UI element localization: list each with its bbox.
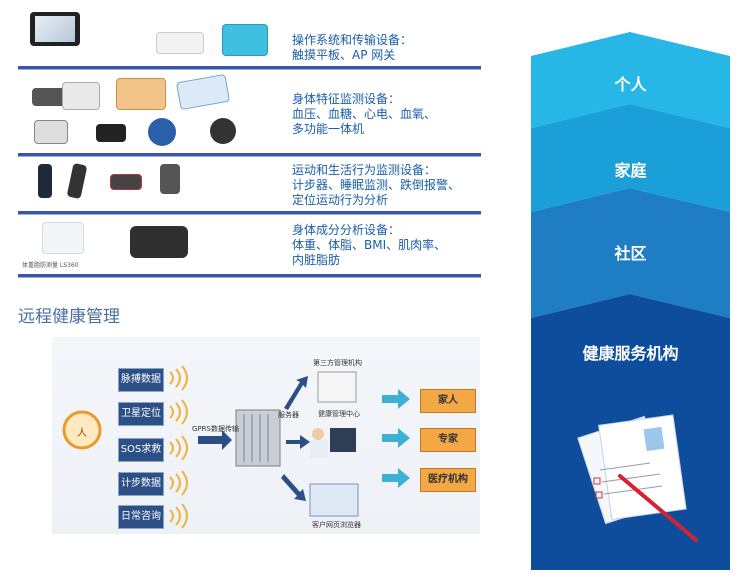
input-pulse-data: 脉搏数据 <box>118 368 164 392</box>
health-center-staff-icon <box>310 428 356 458</box>
row-divider <box>18 274 481 278</box>
desc-line: 多功能一体机 <box>292 122 365 136</box>
gprs-label: GPRS数据传输 <box>192 425 239 433</box>
desc-line: 身体特征监测设备： <box>292 92 401 106</box>
desc-line: 血压、血糖、心电、血氧、 <box>292 107 437 121</box>
server-label: 服务器 <box>278 411 299 419</box>
device-desc-terminals: 操作系统和传输设备： 触摸平板、AP 网关 <box>292 33 412 63</box>
row-divider <box>18 66 481 70</box>
pyramid-level-community <box>531 188 730 318</box>
desc-line: 触摸平板、AP 网关 <box>292 48 396 62</box>
desc-line: 身体成分分析设备： <box>292 223 401 237</box>
signal-waves-icon <box>169 365 188 529</box>
device-row-vital-signs <box>18 73 481 150</box>
desc-line: 操作系统和传输设备： <box>292 33 413 47</box>
input-satellite-location: 卫星定位 <box>118 402 164 426</box>
row-divider <box>18 211 481 215</box>
server-dispatch-arrows <box>281 376 310 501</box>
input-daily-consultation: 日常咨询 <box>118 505 164 529</box>
pyramid-label-institution: 健康服务机构 <box>582 344 679 363</box>
desc-line: 体重、体脂、BMI、肌肉率、 <box>292 238 447 252</box>
input-step-data: 计步数据 <box>118 472 164 496</box>
server-icon <box>235 409 281 467</box>
pyramid-label-community: 社区 <box>614 244 647 263</box>
device-desc-activity: 运动和生活行为监测设备： 计步器、睡眠监测、跌倒报警、 定位运动行为分析 <box>292 163 460 208</box>
gprs-arrow-icon <box>198 430 232 450</box>
pulse-oximeter-icon <box>96 124 126 142</box>
input-sos: SOS求救 <box>118 438 164 462</box>
glass-scale-icon <box>42 222 84 254</box>
all-in-one-device-icon <box>210 118 236 144</box>
output-expert: 专家 <box>420 428 476 452</box>
third-party-label: 第三方管理机构 <box>313 359 362 367</box>
ap-gateway-white-icon <box>156 32 204 54</box>
tablet-device-icon <box>30 12 80 46</box>
health-center-label: 健康管理中心 <box>318 410 360 418</box>
ap-gateway-blue-icon <box>222 24 268 56</box>
person-label: 人 <box>77 428 87 439</box>
fall-alarm-icon <box>160 164 180 194</box>
third-party-screenshot-icon <box>317 371 357 403</box>
output-arrows <box>382 389 410 488</box>
client-browser-icon <box>309 483 359 517</box>
output-family: 家人 <box>420 389 476 413</box>
sleep-monitor-icon <box>110 174 142 190</box>
blood-pressure-monitor-icon <box>32 88 70 106</box>
device-row-activity <box>18 158 481 210</box>
scale-caption: 体重脂肪测量 LS360 <box>22 262 79 269</box>
multi-function-meter-icon <box>148 118 176 146</box>
desc-line: 运动和生活行为监测设备： <box>292 163 437 177</box>
output-medical-institution: 医疗机构 <box>420 468 476 492</box>
person-icon <box>62 410 102 450</box>
client-browser-label: 客户网页浏览器 <box>312 521 361 529</box>
desc-line: 内脏脂肪 <box>292 253 341 267</box>
desc-line: 定位运动行为分析 <box>292 193 389 207</box>
wrist-monitor-icon <box>116 78 166 110</box>
ecg-device-icon <box>34 120 68 144</box>
blood-pressure-display-icon <box>62 82 100 110</box>
body-composition-scale-icon <box>130 226 188 258</box>
device-row-body-composition: 体重脂肪测量 LS360 <box>18 218 481 272</box>
device-desc-body-composition: 身体成分分析设备： 体重、体脂、BMI、肌肉率、 内脏脂肪 <box>292 223 446 268</box>
device-desc-vital-signs: 身体特征监测设备： 血压、血糖、心电、血氧、 多功能一体机 <box>292 92 436 137</box>
pyramid-level-family <box>531 104 730 212</box>
desc-line: 计步器、睡眠监测、跌倒报警、 <box>292 178 461 192</box>
tracker-band-icon <box>38 164 52 198</box>
medical-report-icon <box>577 414 698 542</box>
device-row-terminals <box>18 10 481 64</box>
pyramid-label-individual: 个人 <box>614 75 647 94</box>
pyramid-level-individual <box>531 32 730 128</box>
section-title: 远程健康管理 <box>18 307 120 327</box>
pyramid-label-family: 家庭 <box>614 161 647 180</box>
row-divider <box>18 153 481 157</box>
